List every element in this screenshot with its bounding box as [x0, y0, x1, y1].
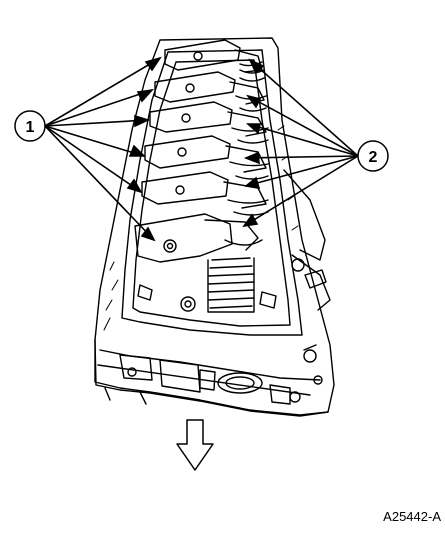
rocker-arm-row-1: [164, 39, 263, 73]
rocker-arm-row-4: [144, 135, 269, 173]
front-direction-arrow: [176, 419, 214, 471]
rocker-arm-row-5: [141, 171, 269, 209]
callout-2-circle: [357, 140, 389, 172]
cylinder-head-outline: [94, 37, 335, 416]
callout-1-label: 1: [26, 119, 35, 136]
callout-2-leaders: [242, 58, 359, 228]
callout-1-leaders: [44, 56, 162, 242]
head-front-face: [94, 339, 329, 417]
rocker-arm-row-3: [149, 101, 269, 137]
callout-2-label: 2: [369, 149, 378, 166]
rocker-arm-row-6: [134, 213, 263, 263]
valve-springs: [207, 69, 269, 313]
figure-id: A25442-A: [383, 509, 441, 524]
callout-1-circle: [14, 110, 46, 142]
